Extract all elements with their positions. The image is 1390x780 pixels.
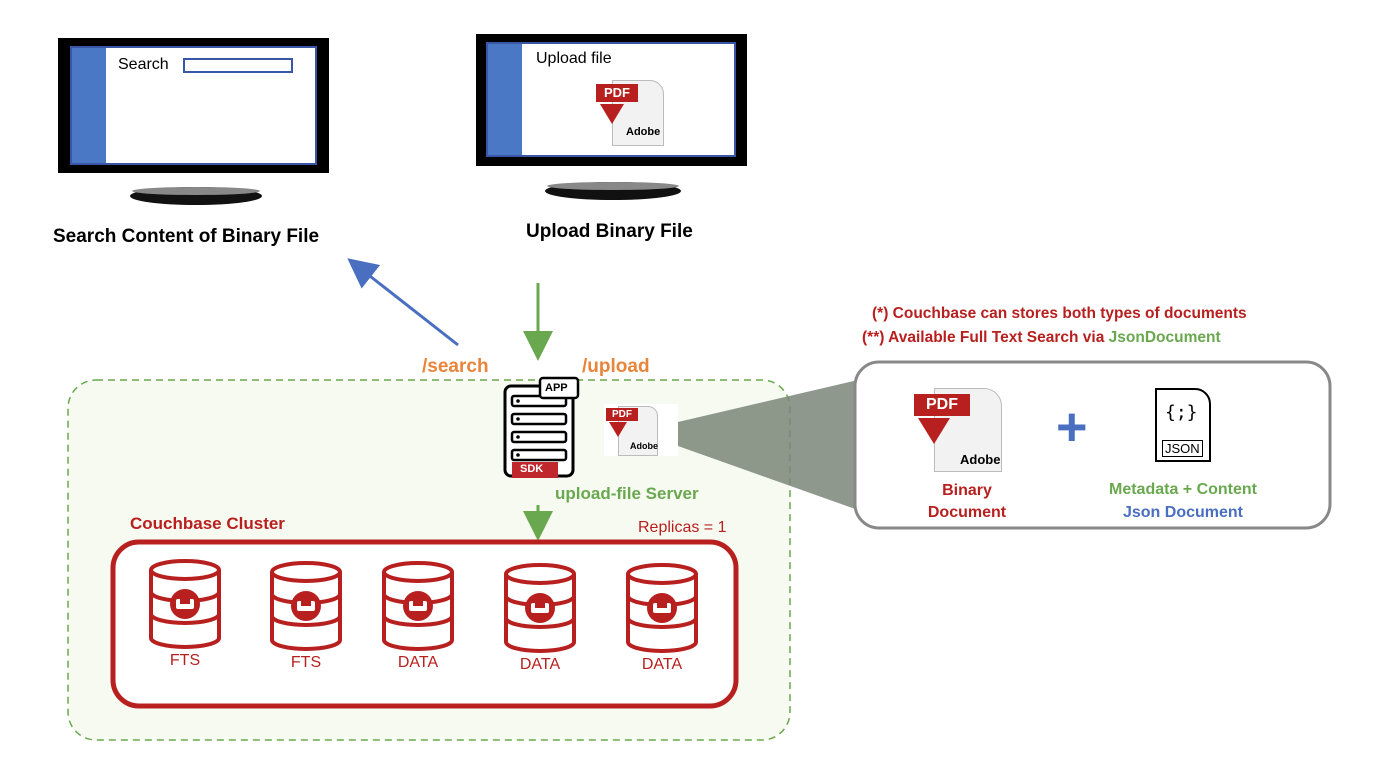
right-monitor-screen: Upload file PDF Adobe [486,42,736,157]
node-label-4: DATA [519,656,561,673]
zoom-wedge [678,380,858,510]
note-line-1: (*) Couchbase can stores both types of d… [872,305,1247,322]
server-pdf-icon: PDF Adobe [604,404,678,456]
server-pdf-arrow-icon [609,422,627,437]
binary-label-line-1: Binary [942,482,992,499]
database-icons [149,559,698,653]
database-icon-5 [626,563,698,653]
database-icon-2 [270,561,342,651]
node-label-3: DATA [397,654,439,671]
server-icon [503,376,580,478]
left-monitor-caption: Search Content of Binary File [53,226,320,247]
json-label-line-1: Metadata + Content [1108,481,1257,498]
node-label-1: FTS [169,652,201,669]
right-monitor: Upload file PDF Adobe [476,34,747,166]
server-pdf-badge: PDF [606,408,638,421]
pdf-brand: Adobe [626,126,661,138]
json-document-icon: {;} JSON [1155,388,1211,462]
left-monitor-sidebar [72,48,106,163]
binary-document-label: Binary Document [912,480,1022,524]
pdf-arrow-icon [600,104,624,124]
note-line-2-prefix: (**) Available Full Text Search via [862,329,1109,346]
binary-pdf-arrow-icon [918,418,950,444]
search-label: Search [118,56,169,73]
database-icon-4 [504,563,576,653]
right-monitor-sidebar [488,44,522,155]
upload-endpoint-label: /upload [582,356,650,377]
cluster-title: Couchbase Cluster [130,514,285,533]
json-label-line-2: Json Document [1122,504,1243,521]
database-icon-3 [382,561,454,651]
right-monitor-stand-top [547,182,679,190]
pdf-badge: PDF [596,84,638,102]
replicas-label: Replicas = 1 [638,519,727,536]
plus-icon: + [1056,397,1088,457]
server-label: upload-file Server [555,484,699,503]
json-braces-icon: {;} [1165,402,1198,423]
binary-label-line-2: Document [927,504,1007,521]
upload-label: Upload file [536,50,612,67]
note-line-2-highlight: JsonDocument [1108,329,1221,346]
search-input[interactable] [183,58,293,73]
binary-pdf-badge: PDF [914,394,970,416]
json-document-label: Metadata + Content Json Document [1090,478,1276,524]
node-label-5: DATA [641,656,683,673]
node-label-2: FTS [290,654,322,671]
app-badge: APP [545,382,568,394]
binary-document-icon: PDF Adobe [912,386,1004,472]
server-pdf-brand: Adobe [630,441,658,451]
sdk-badge: SDK [520,463,544,475]
binary-pdf-brand: Adobe [960,452,1001,467]
search-endpoint-label: /search [422,356,489,377]
left-monitor-screen: Search [70,46,317,165]
json-icon-label: JSON [1162,440,1203,457]
right-monitor-caption: Upload Binary File [526,221,693,242]
search-arrow [347,258,459,347]
left-monitor-stand-top [132,187,260,195]
database-icon-1 [149,559,221,649]
note-line-2: (**) Available Full Text Search via Json… [862,329,1221,347]
left-monitor: Search [58,38,329,173]
